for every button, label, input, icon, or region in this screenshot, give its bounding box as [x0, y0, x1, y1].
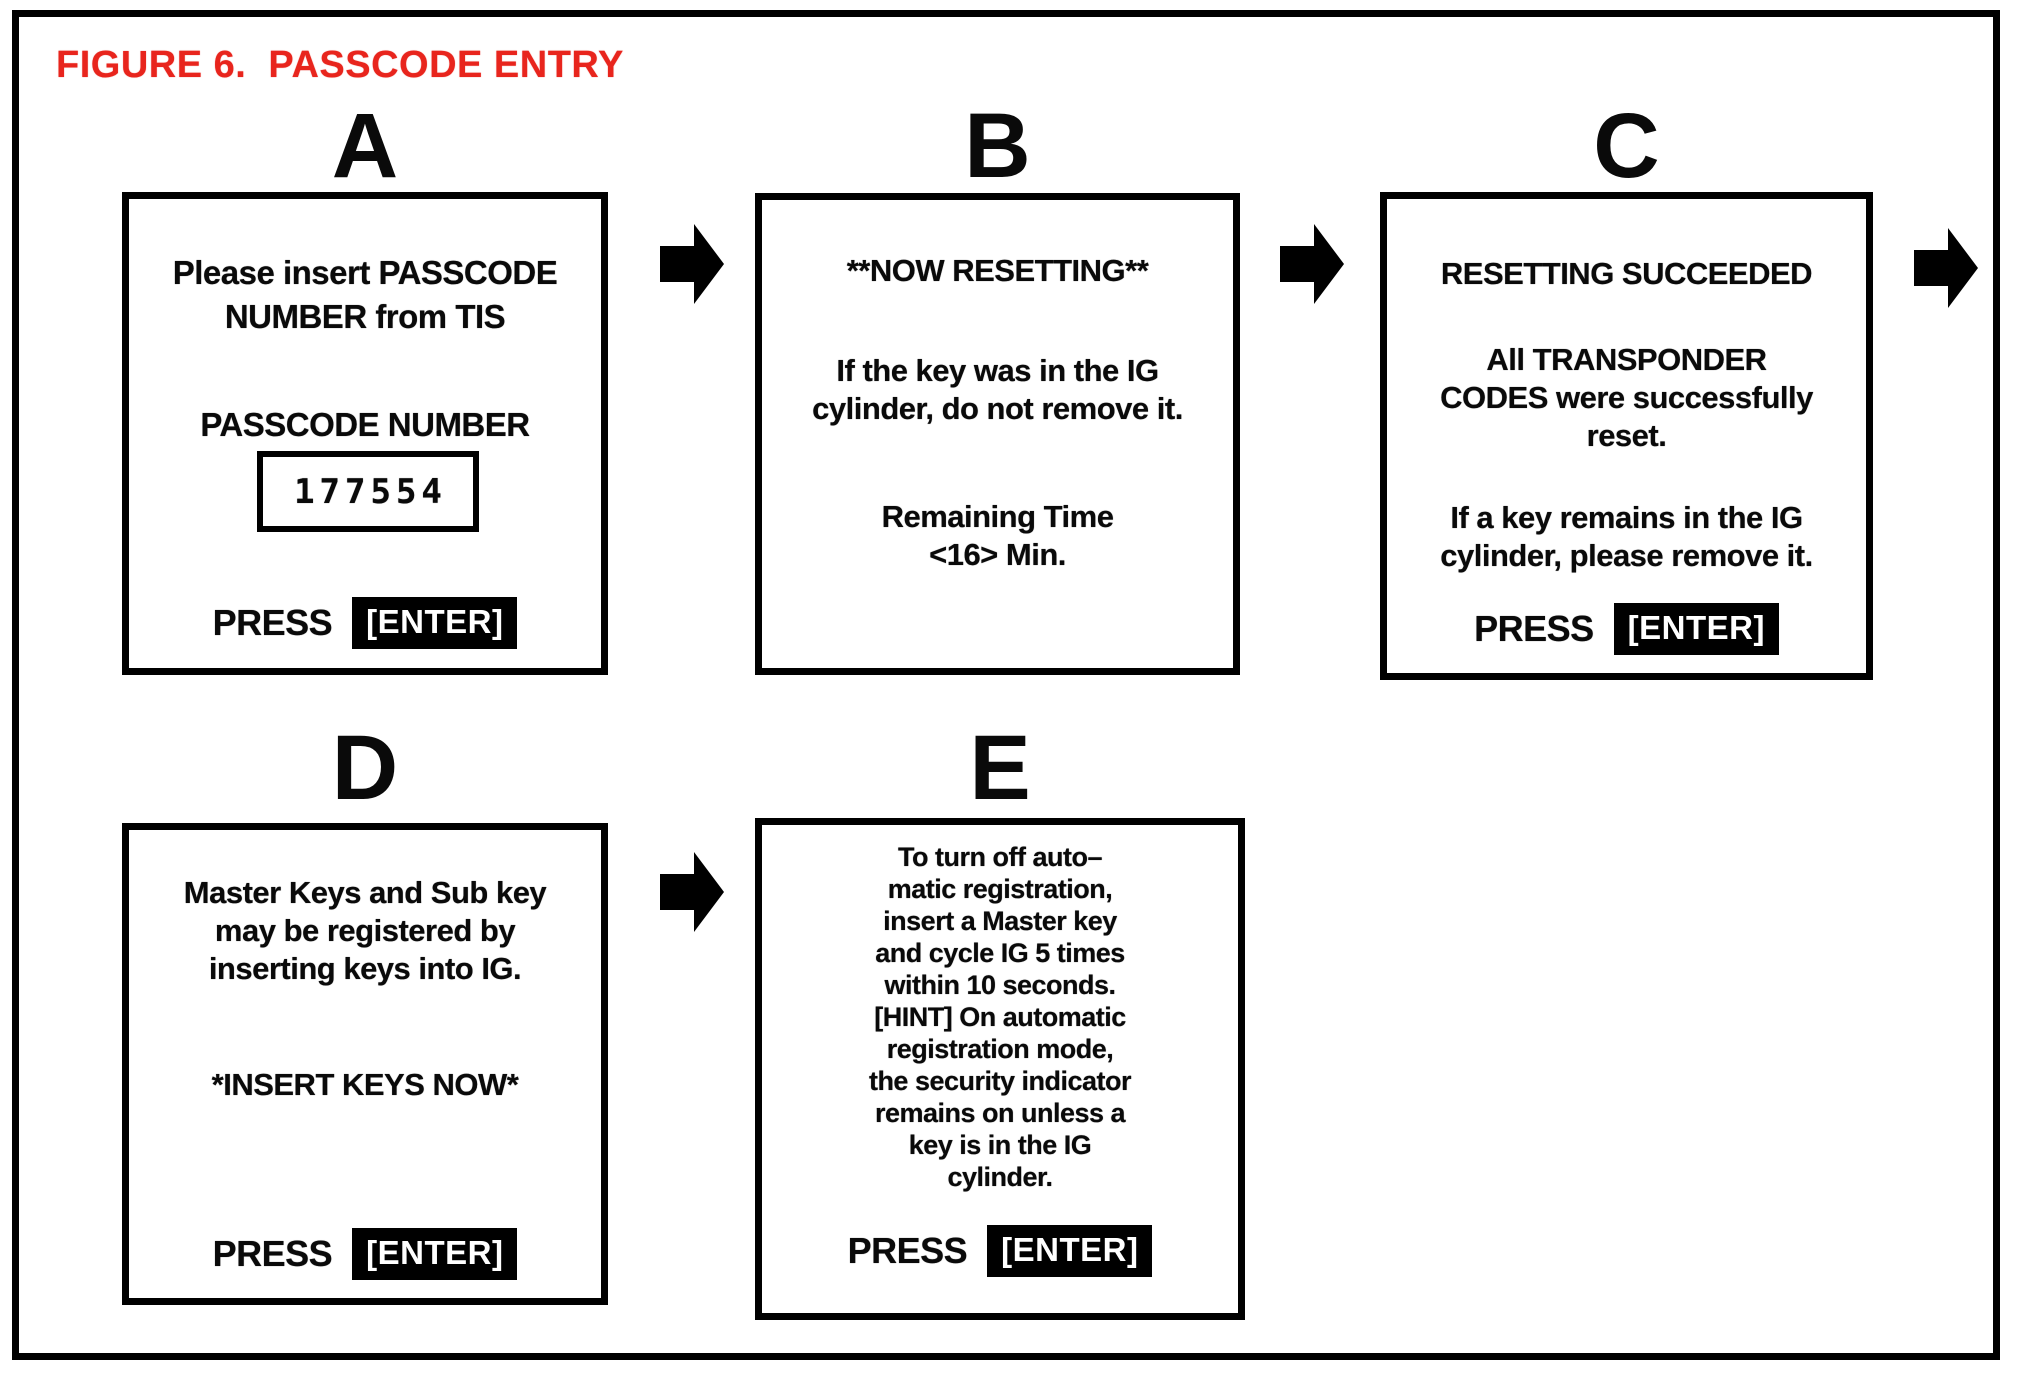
arrow-right-icon [660, 224, 724, 304]
figure-border [12, 10, 2000, 1360]
figure-title: FIGURE 6. PASSCODE ENTRY [56, 44, 624, 86]
screen-d-prompt: *INSERT KEYS NOW* [211, 1067, 519, 1102]
panel-label-e: E [969, 717, 1031, 819]
screen-a-passcode-label: PASSCODE NUMBER [200, 406, 530, 443]
screen-e-press-label: PRESS [847, 1230, 968, 1271]
screen-a-enter-key: [ENTER] [352, 597, 518, 649]
screen-b-remaining-time: Remaining Time <16> Min. [881, 499, 1114, 572]
panel-label-b: B [964, 95, 1031, 197]
screen-b-title: **NOW RESETTING** [846, 253, 1149, 288]
screen-e: To turn off auto– matic registration, in… [755, 818, 1245, 1320]
screen-a-press-label: PRESS [212, 602, 333, 643]
screen-c-title: RESETTING SUCCEEDED [1440, 256, 1813, 291]
passcode-value: 177554 [294, 471, 447, 512]
screen-e-press-row: PRESS [ENTER] [762, 1225, 1238, 1277]
screen-e-enter-key: [ENTER] [987, 1225, 1153, 1277]
panel-label-c: C [1593, 95, 1660, 197]
passcode-value-box: 177554 [257, 451, 479, 532]
screen-b-body: If the key was in the IG cylinder, do no… [812, 353, 1183, 426]
screen-c-enter-key: [ENTER] [1613, 603, 1779, 655]
panel-label-d: D [331, 717, 399, 819]
screen-c-note: If a key remains in the IG cylinder, ple… [1440, 500, 1813, 573]
arrow-right-icon [1914, 228, 1978, 308]
screen-d-press-row: PRESS [ENTER] [129, 1228, 601, 1280]
screen-d: Master Keys and Sub key may be registere… [122, 823, 608, 1305]
screen-d-press-label: PRESS [212, 1233, 333, 1274]
arrow-right-icon [660, 852, 724, 932]
screen-b: **NOW RESETTING** If the key was in the … [755, 193, 1240, 675]
screen-c-body: All TRANSPONDER CODES were successfully … [1440, 342, 1813, 453]
screen-c-press-label: PRESS [1474, 608, 1594, 649]
arrow-right-icon [1280, 224, 1344, 304]
screen-c-press-row: PRESS [ENTER] [1387, 603, 1866, 655]
screen-d-body: Master Keys and Sub key may be registere… [183, 875, 547, 986]
screen-d-enter-key: [ENTER] [352, 1228, 518, 1280]
panel-label-a: A [331, 95, 399, 197]
screen-a: Please insert PASSCODE NUMBER from TIS P… [122, 192, 608, 675]
screen-a-press-row: PRESS [ENTER] [129, 597, 601, 649]
screen-c: RESETTING SUCCEEDED All TRANSPONDER CODE… [1380, 192, 1873, 680]
screen-a-intro: Please insert PASSCODE NUMBER from TIS [172, 254, 558, 335]
screen-e-body: To turn off auto– matic registration, in… [868, 842, 1132, 1192]
